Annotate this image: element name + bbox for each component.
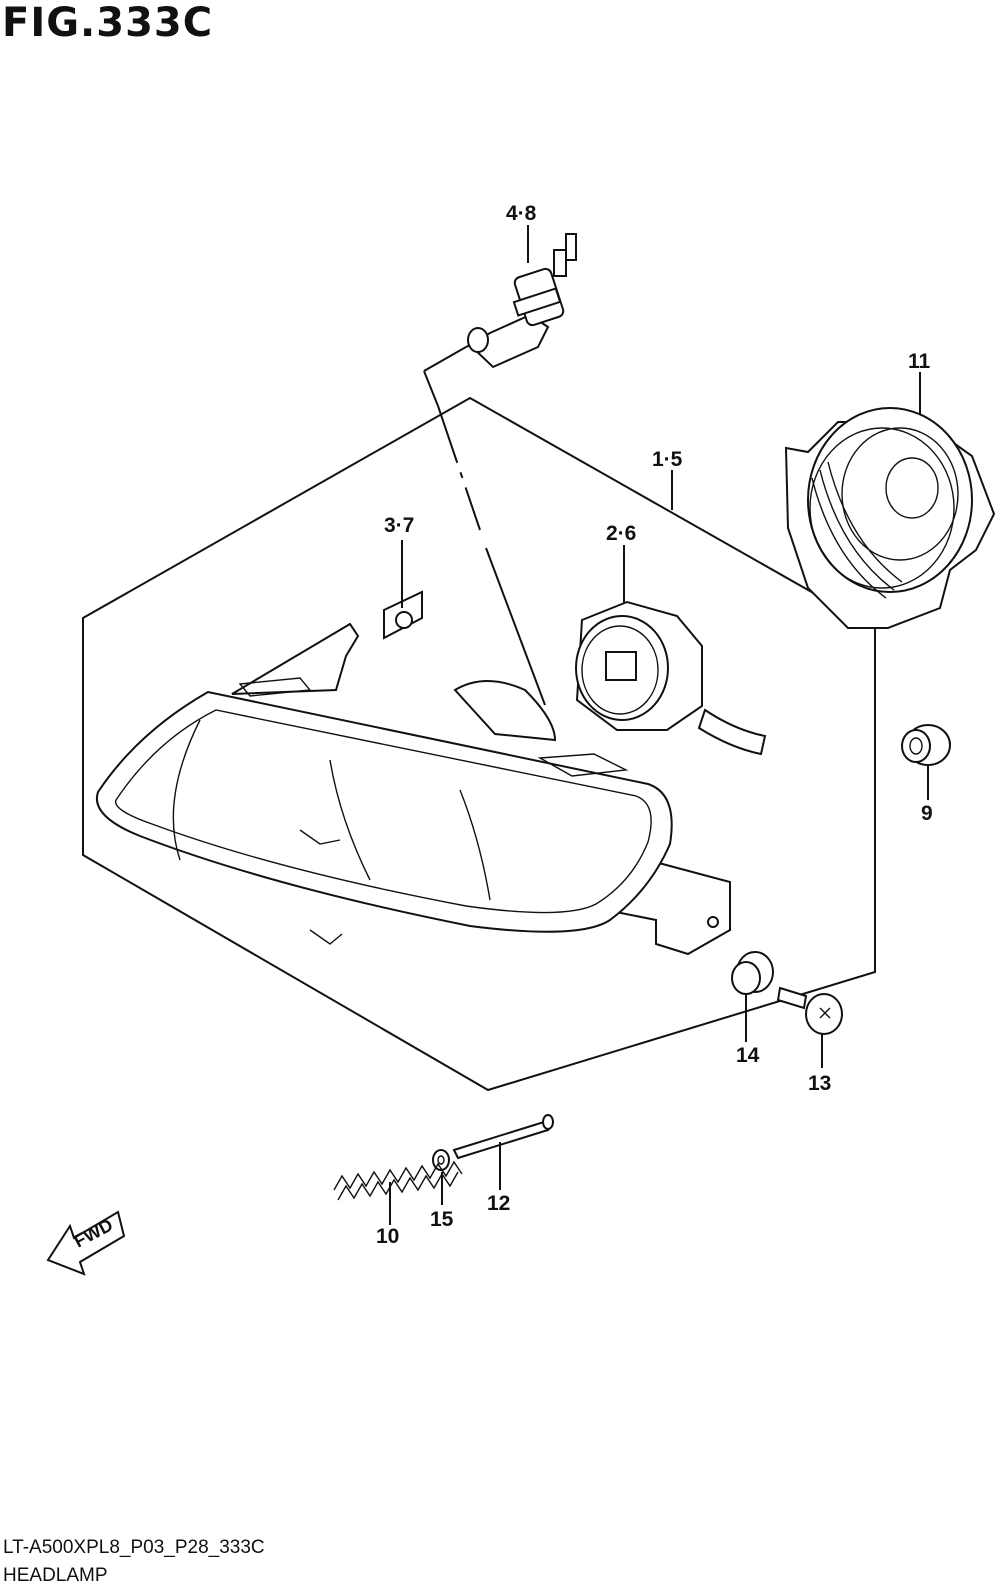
callout-15: 15: [430, 1208, 454, 1231]
callout-4-8: 4·8: [506, 202, 537, 225]
leader-bulb-c: [437, 405, 481, 531]
screw[interactable]: [776, 986, 843, 1035]
spring[interactable]: [333, 1160, 463, 1201]
callout-14: 14: [736, 1044, 760, 1067]
callout-3-7: 3·7: [384, 514, 414, 537]
diagram-code: LT-A500XPL8_P03_P28_333C: [3, 1537, 265, 1558]
washer[interactable]: [432, 1149, 450, 1171]
headlamp-bulb[interactable]: [465, 233, 577, 369]
leader-bulb-b: [423, 370, 439, 407]
cushion[interactable]: [731, 951, 774, 995]
bulb-socket[interactable]: [575, 600, 767, 756]
callout-9: 9: [921, 802, 933, 825]
headlamp-housing[interactable]: [95, 622, 731, 956]
callout-1-5: 1·5: [652, 448, 683, 471]
callout-2-6: 2·6: [606, 522, 636, 545]
clip-nut[interactable]: [383, 590, 423, 640]
callout-12: 12: [487, 1192, 510, 1215]
callout-10: 10: [376, 1225, 399, 1248]
leader-bulb-d: [485, 547, 546, 706]
adjusting-screw[interactable]: [452, 1114, 554, 1160]
grommet[interactable]: [901, 724, 951, 766]
leader-bulb-a: [423, 346, 467, 372]
callout-13: 13: [808, 1072, 831, 1095]
bulb-cover[interactable]: [784, 407, 996, 629]
callout-11: 11: [908, 350, 931, 373]
diagram-name: HEADLAMP: [3, 1565, 108, 1586]
fwd-arrow: FWD: [46, 1210, 126, 1276]
figure-title: FIG.333C: [2, 0, 214, 46]
